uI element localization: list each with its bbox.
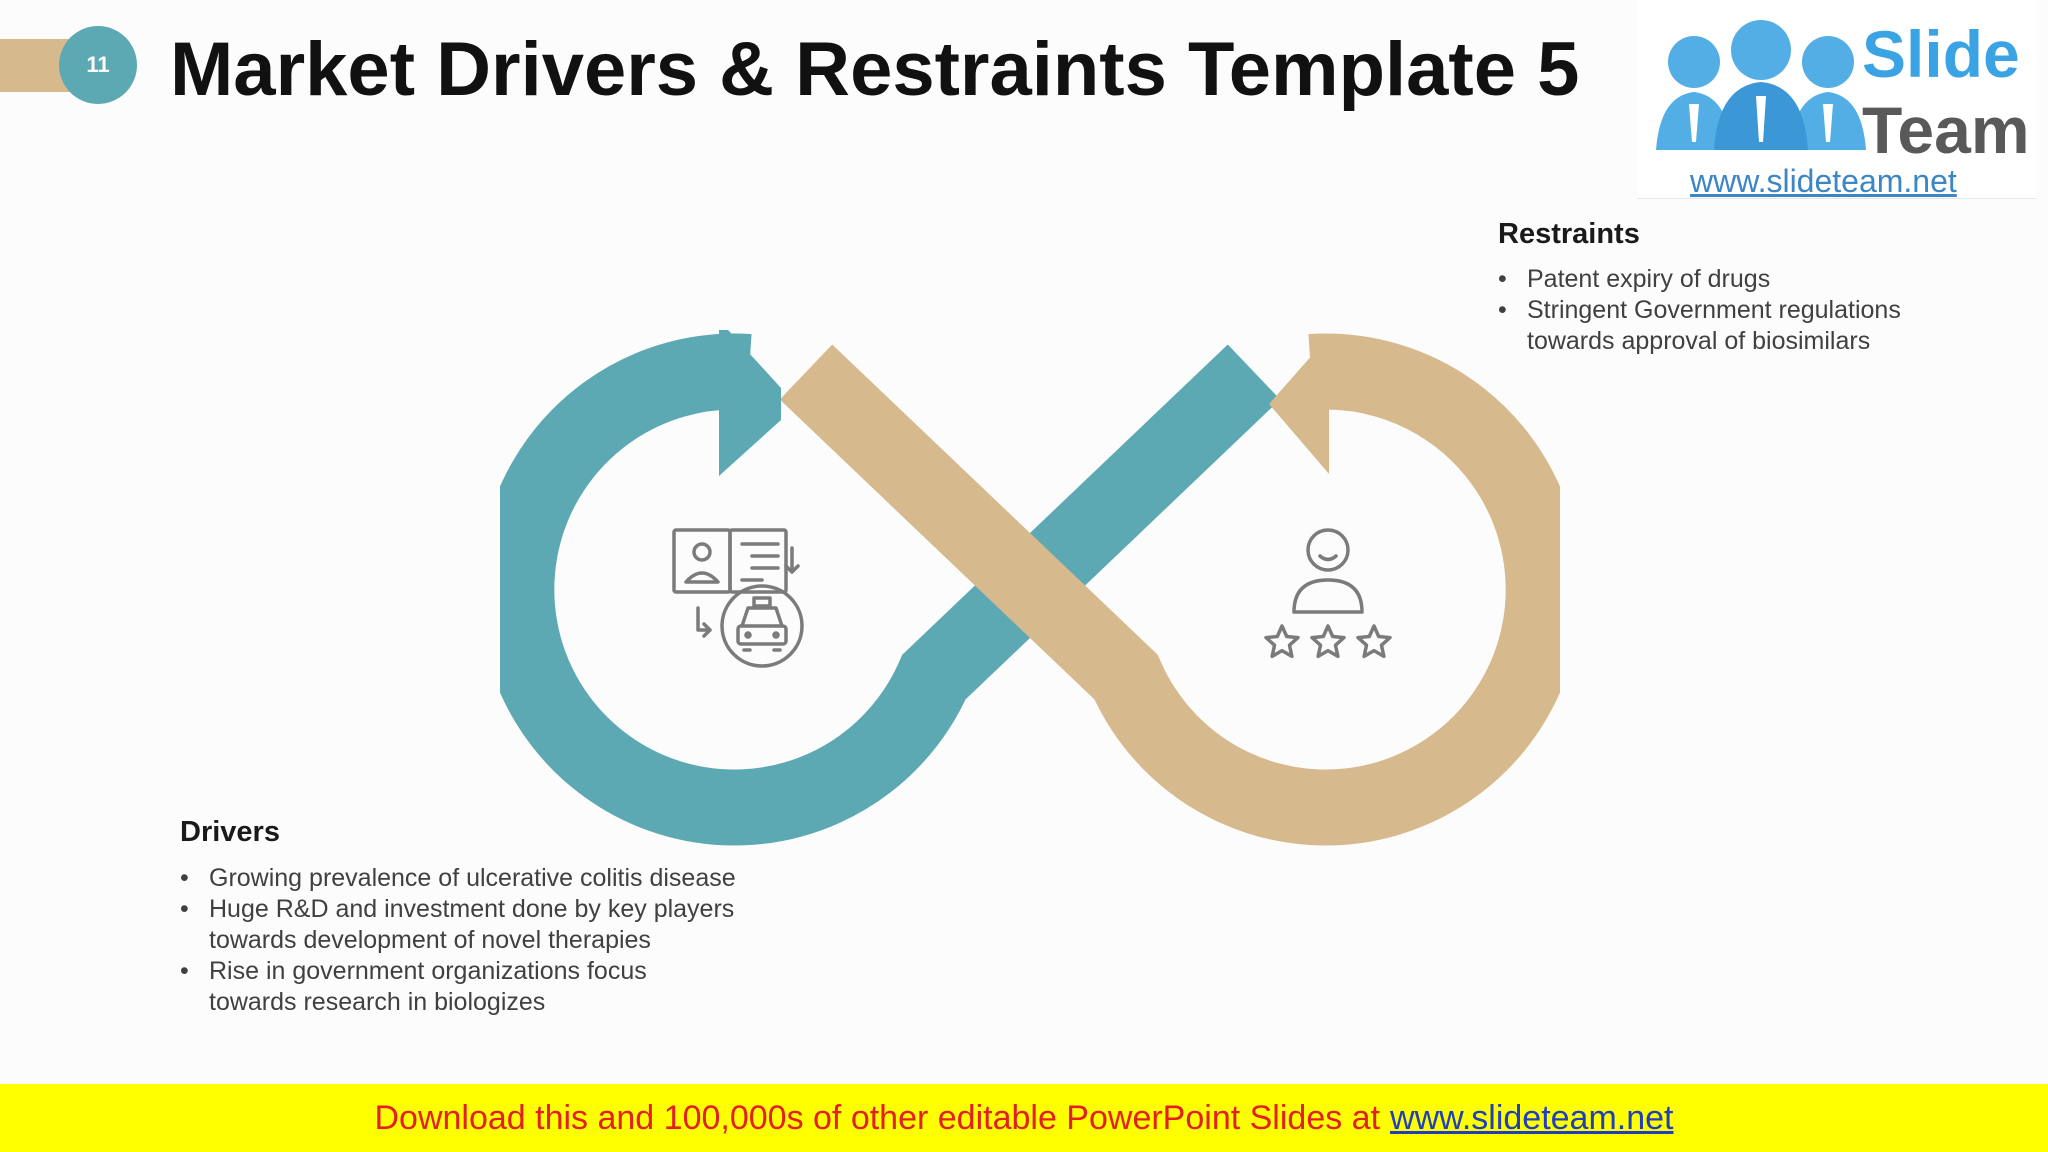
slideteam-logo[interactable]: Slide Team www.slideteam.net bbox=[1638, 0, 2036, 199]
driver-item: Growing prevalence of ulcerative colitis… bbox=[180, 863, 780, 894]
slide-number-badge: 11 bbox=[59, 26, 137, 104]
document-exchange-taxi-icon bbox=[672, 528, 804, 668]
banner-text: Download this and 100,000s of other edit… bbox=[374, 1098, 1381, 1137]
logo-word-slide: Slide bbox=[1862, 17, 2020, 91]
banner-link[interactable]: www.slideteam.net bbox=[1390, 1098, 1674, 1137]
download-banner: Download this and 100,000s of other edit… bbox=[0, 1084, 2048, 1152]
restraint-item: Stringent Government regulations towards… bbox=[1498, 295, 1918, 357]
slide: 11 Market Drivers & Restraints Template … bbox=[0, 0, 2048, 1084]
tan-arrowhead bbox=[1269, 336, 1329, 474]
restraints-heading: Restraints bbox=[1498, 218, 1640, 250]
teal-arrowhead-fill bbox=[719, 330, 781, 476]
drivers-heading: Drivers bbox=[180, 816, 280, 848]
driver-item: Huge R&D and investment done by key play… bbox=[180, 894, 769, 956]
restraint-item: Patent expiry of drugs bbox=[1498, 264, 1918, 295]
people-logo-icon bbox=[1656, 20, 1866, 150]
restraints-list: Patent expiry of drugs Stringent Governm… bbox=[1498, 264, 1918, 357]
page-title: Market Drivers & Restraints Template 5 bbox=[170, 27, 1580, 112]
tan-loop-band bbox=[779, 333, 1560, 846]
logo-word-team: Team bbox=[1862, 93, 2030, 167]
driver-item: Rise in government organizations focus t… bbox=[180, 956, 709, 1018]
logo-url-link[interactable]: www.slideteam.net bbox=[1690, 163, 1957, 199]
drivers-list: Growing prevalence of ulcerative colitis… bbox=[180, 863, 780, 1018]
person-rating-stars-icon bbox=[1264, 528, 1392, 659]
teal-loop-band bbox=[500, 333, 1281, 846]
infinity-diagram bbox=[500, 330, 1560, 846]
